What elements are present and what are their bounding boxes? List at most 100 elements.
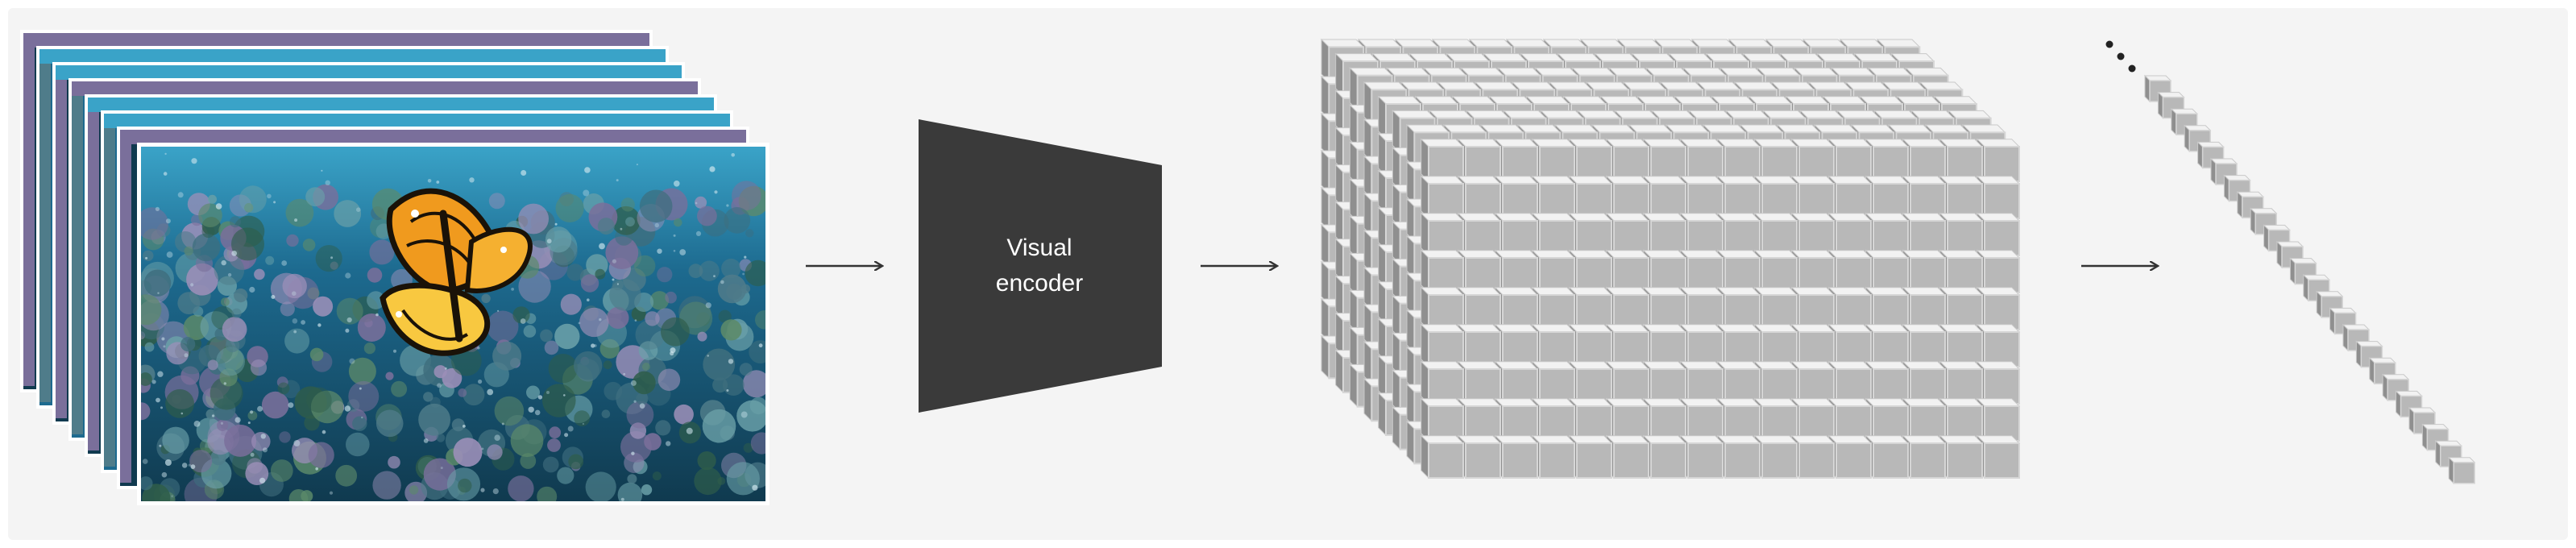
feature-cube: [1679, 138, 1724, 183]
feature-cube: [1531, 138, 1576, 183]
feature-cube: [1568, 175, 1613, 220]
token-sequence: [2143, 74, 2476, 485]
feature-cube: [1790, 434, 1836, 480]
feature-cube: [1494, 249, 1539, 294]
feature-cube: [1790, 286, 1836, 331]
feature-cube: [1420, 397, 1465, 442]
feature-cube: [1679, 286, 1724, 331]
feature-cube: [1716, 175, 1761, 220]
feature-cube: [1679, 360, 1724, 405]
feature-cube: [1494, 175, 1539, 220]
feature-cube: [1753, 212, 1798, 257]
feature-cube: [1568, 138, 1613, 183]
feature-cube: [1865, 212, 1910, 257]
feature-cube: [1827, 138, 1873, 183]
feature-cube: [1902, 212, 1947, 257]
feature-cube: [1790, 397, 1836, 442]
feature-cube: [1865, 249, 1910, 294]
feature-cube: [1753, 434, 1798, 480]
cube-layer: [1420, 138, 2021, 480]
feature-cube: [1976, 249, 2021, 294]
feature-cube: [1976, 434, 2021, 480]
feature-cube: [1568, 323, 1613, 368]
feature-cube: [1939, 397, 1984, 442]
feature-cube: [1531, 286, 1576, 331]
feature-cube: [1531, 212, 1576, 257]
feature-cube: [1939, 175, 1984, 220]
visual-encoder-block: Visual encoder: [919, 119, 1162, 413]
feature-cube: [1494, 434, 1539, 480]
feature-cube: [1939, 323, 1984, 368]
feature-cube: [1865, 323, 1910, 368]
feature-cube: [1827, 397, 1873, 442]
feature-cube: [1605, 360, 1650, 405]
feature-cube: [1939, 212, 1984, 257]
feature-cube: [1679, 212, 1724, 257]
feature-cube: [1531, 175, 1576, 220]
feature-cube: [1642, 249, 1687, 294]
feature-cube: [1568, 360, 1613, 405]
feature-cube: [1827, 249, 1873, 294]
feature-cube: [1827, 212, 1873, 257]
feature-cube: [1865, 286, 1910, 331]
feature-cube: [1939, 286, 1984, 331]
sequence-token: [2342, 323, 2371, 352]
feature-cube: [1494, 397, 1539, 442]
feature-cube: [1790, 175, 1836, 220]
feature-cube: [1976, 138, 2021, 183]
feature-cube: [1865, 175, 1910, 220]
feature-cube: [1865, 434, 1910, 480]
feature-cube: [1790, 360, 1836, 405]
feature-cube: [1642, 323, 1687, 368]
feature-cube: [1420, 212, 1465, 257]
feature-cube: [1494, 138, 1539, 183]
front-video-frame: [137, 143, 769, 505]
feature-cube: [1827, 360, 1873, 405]
feature-cube: [1457, 212, 1502, 257]
feature-cube: [1605, 249, 1650, 294]
feature-cube: [1716, 286, 1761, 331]
feature-cube: [1976, 212, 2021, 257]
feature-cube: [1753, 175, 1798, 220]
feature-cube: [1605, 434, 1650, 480]
feature-cube: [1902, 397, 1947, 442]
feature-cube: [1457, 360, 1502, 405]
feature-cube: [1420, 286, 1465, 331]
feature-cube: [1642, 360, 1687, 405]
feature-cube: [1939, 249, 1984, 294]
feature-cube: [1642, 397, 1687, 442]
feature-cube: [1716, 138, 1761, 183]
feature-cube: [1568, 212, 1613, 257]
feature-cube: [1605, 323, 1650, 368]
feature-cube: [1494, 360, 1539, 405]
feature-cube: [1976, 175, 2021, 220]
feature-cube: [1939, 138, 1984, 183]
feature-cube: [1827, 175, 1873, 220]
feature-cube: [1494, 212, 1539, 257]
feature-cube: [1457, 397, 1502, 442]
feature-cube: [1531, 249, 1576, 294]
sequence-token: [2329, 307, 2357, 335]
feature-cube: [1865, 360, 1910, 405]
feature-cube: [1642, 286, 1687, 331]
feature-cube: [1827, 434, 1873, 480]
feature-cube: [1827, 286, 1873, 331]
sequence-token: [2302, 273, 2331, 302]
feature-cube: [1753, 286, 1798, 331]
feature-cube: [1753, 397, 1798, 442]
feature-cube: [1568, 397, 1613, 442]
feature-cube: [1716, 434, 1761, 480]
feature-cube: [1605, 175, 1650, 220]
feature-cube: [1679, 397, 1724, 442]
feature-cube: [1457, 434, 1502, 480]
feature-cube: [1531, 360, 1576, 405]
feature-cube: [1790, 323, 1836, 368]
feature-cube-grid: [1320, 38, 2021, 480]
feature-cube: [1902, 249, 1947, 294]
feature-cube: [1716, 360, 1761, 405]
encoder-label-line2: encoder: [996, 270, 1083, 297]
sequence-token: [2355, 340, 2383, 368]
feature-cube: [1531, 397, 1576, 442]
